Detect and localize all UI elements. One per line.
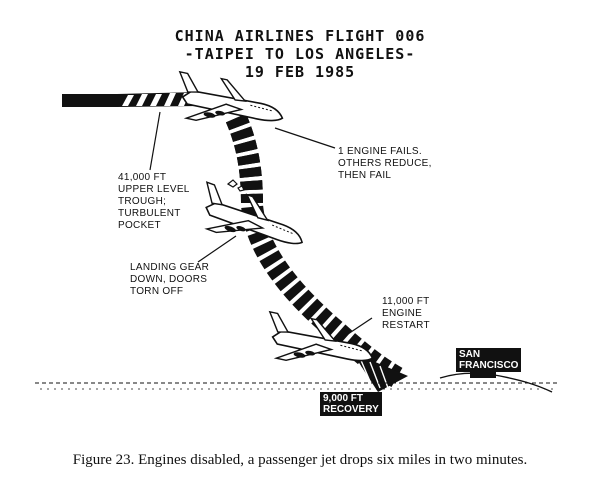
debris-icon	[226, 179, 245, 192]
leader-landing-gear	[197, 235, 237, 263]
leader-restart	[347, 317, 373, 335]
title-line-1: CHINA AIRLINES FLIGHT 006	[174, 27, 426, 45]
annotation-trough: 41,000 FT UPPER LEVEL TROUGH; TURBULENT …	[118, 172, 190, 231]
title-line-2: -TAIPEI TO LOS ANGELES-	[184, 45, 416, 63]
flight-path-diagram	[35, 69, 560, 393]
annotation-engine-fail: 1 ENGINE FAILS. OTHERS REDUCE, THEN FAIL	[338, 146, 432, 181]
leader-engine-fail	[274, 127, 336, 149]
title-line-3: 19 FEB 1985	[244, 63, 356, 81]
aircraft-middle-icon	[191, 179, 312, 262]
figure-caption: Figure 23. Engines disabled, a passenger…	[72, 452, 528, 468]
leader-trough	[149, 111, 161, 171]
cruise-path	[62, 92, 200, 107]
annotation-restart: 11,000 FT ENGINE RESTART	[382, 296, 430, 331]
annotation-landing-gear: LANDING GEAR DOWN, DOORS TORN OFF	[130, 262, 210, 297]
city-label: SAN FRANCISCO	[456, 348, 522, 372]
annotation-recovery: 9,000 FT RECOVERY	[320, 392, 382, 416]
